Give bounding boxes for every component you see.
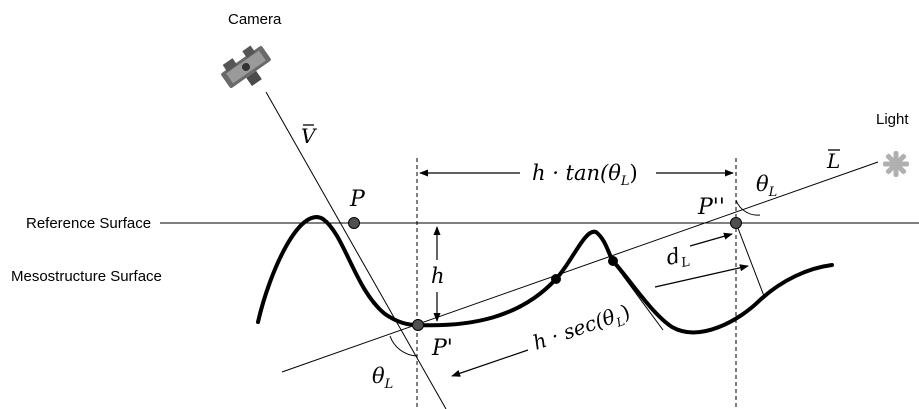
mesostructure-surface-label: Mesostructure Surface [11, 268, 162, 285]
point-P-prime-label: P' [431, 336, 453, 361]
dL-dimension-up [689, 232, 733, 247]
light-label: Light [876, 111, 909, 128]
h-label: h [431, 264, 445, 288]
theta-L-bottom-label: θL [372, 364, 393, 392]
htan-label: h · tan(θL) [532, 161, 638, 189]
point-P [348, 217, 360, 229]
intersection-point [608, 256, 618, 266]
dL-label: dL [664, 242, 691, 274]
camera-label: Camera [228, 11, 282, 28]
theta-L-top-label: θL [756, 172, 777, 200]
angle-arc-top [735, 199, 761, 216]
reference-surface-label: Reference Surface [26, 215, 151, 232]
perpendicular-line-right [735, 222, 765, 297]
dL-dimension-down [654, 264, 749, 288]
hsec-label: h · sec(θL) [530, 299, 634, 357]
light-vector-label: L [826, 149, 840, 173]
hsec-dimension [451, 349, 529, 377]
angle-arc-bottom [389, 335, 418, 357]
point-P-double-prime [730, 217, 742, 229]
point-P-label: P [349, 187, 366, 212]
point-P-prime [412, 319, 424, 331]
view-vector-label: V [301, 124, 318, 148]
mesostructure-curve [256, 215, 834, 335]
light-ray [281, 161, 879, 373]
intersection-point [551, 274, 561, 284]
view-ray [265, 91, 447, 409]
light-source-icon [883, 151, 909, 177]
point-P-double-prime-label: P'' [697, 195, 725, 220]
camera-icon [221, 45, 271, 88]
